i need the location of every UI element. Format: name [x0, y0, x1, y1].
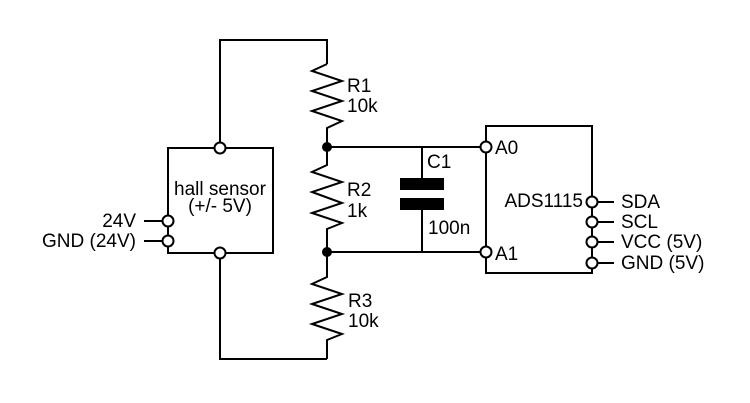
adc-a0-label: A0 — [495, 138, 518, 159]
c1-value-label: 100n — [428, 218, 470, 239]
hall-24v-terminal — [161, 214, 175, 228]
hall-bottom-terminal — [213, 246, 227, 260]
adc-a1-label: A1 — [495, 244, 518, 265]
junction-dot-top — [322, 142, 332, 152]
r2-ref-label: R2 — [347, 180, 371, 201]
pin-sda-label: SDA — [621, 192, 660, 213]
adc-sda-terminal — [585, 195, 599, 209]
hall-top-terminal — [213, 141, 227, 155]
wire-bottom-loop — [219, 253, 327, 360]
adc-name-label: ADS1115 — [504, 191, 583, 212]
adc-a1-terminal — [479, 245, 493, 259]
r3-ref-label: R3 — [348, 291, 372, 312]
capacitor-plate-top — [400, 178, 444, 190]
r2-value-label: 1k — [347, 201, 368, 222]
c1-ref-label: C1 — [427, 152, 451, 173]
wire-top-loop — [219, 39, 328, 148]
pin-vcc-label: VCC (5V) — [621, 232, 702, 253]
terminals — [161, 140, 599, 270]
hall-gnd-terminal — [161, 234, 175, 248]
labels: R1 10k R2 1k R3 10k C1 100n hall sensor … — [42, 76, 704, 332]
capacitor-c1 — [400, 178, 444, 210]
adc-vcc-terminal — [585, 235, 599, 249]
r3-value-label: 10k — [348, 311, 379, 332]
adc-gnd-terminal — [585, 256, 599, 270]
adc-a0-terminal — [479, 140, 493, 154]
pin-gnd-24v-label: GND (24V) — [42, 231, 136, 252]
pin-gnd-5v-label: GND (5V) — [621, 253, 704, 274]
r1-ref-label: R1 — [347, 76, 371, 97]
hall-sensor-label: hall sensor — [174, 179, 267, 200]
resistor-r1-symbol — [308, 63, 346, 147]
capacitor-plate-bottom — [400, 198, 444, 210]
adc-scl-terminal — [585, 215, 599, 229]
resistor-r2-symbol — [308, 147, 346, 252]
r1-value-label: 10k — [347, 96, 378, 117]
resistor-r3-symbol — [308, 252, 346, 359]
pin-scl-label: SCL — [621, 212, 658, 233]
hall-sensor-sublabel: (+/- 5V) — [188, 196, 252, 217]
pin-24v-label: 24V — [102, 211, 136, 232]
junction-dot-bottom — [322, 247, 332, 257]
